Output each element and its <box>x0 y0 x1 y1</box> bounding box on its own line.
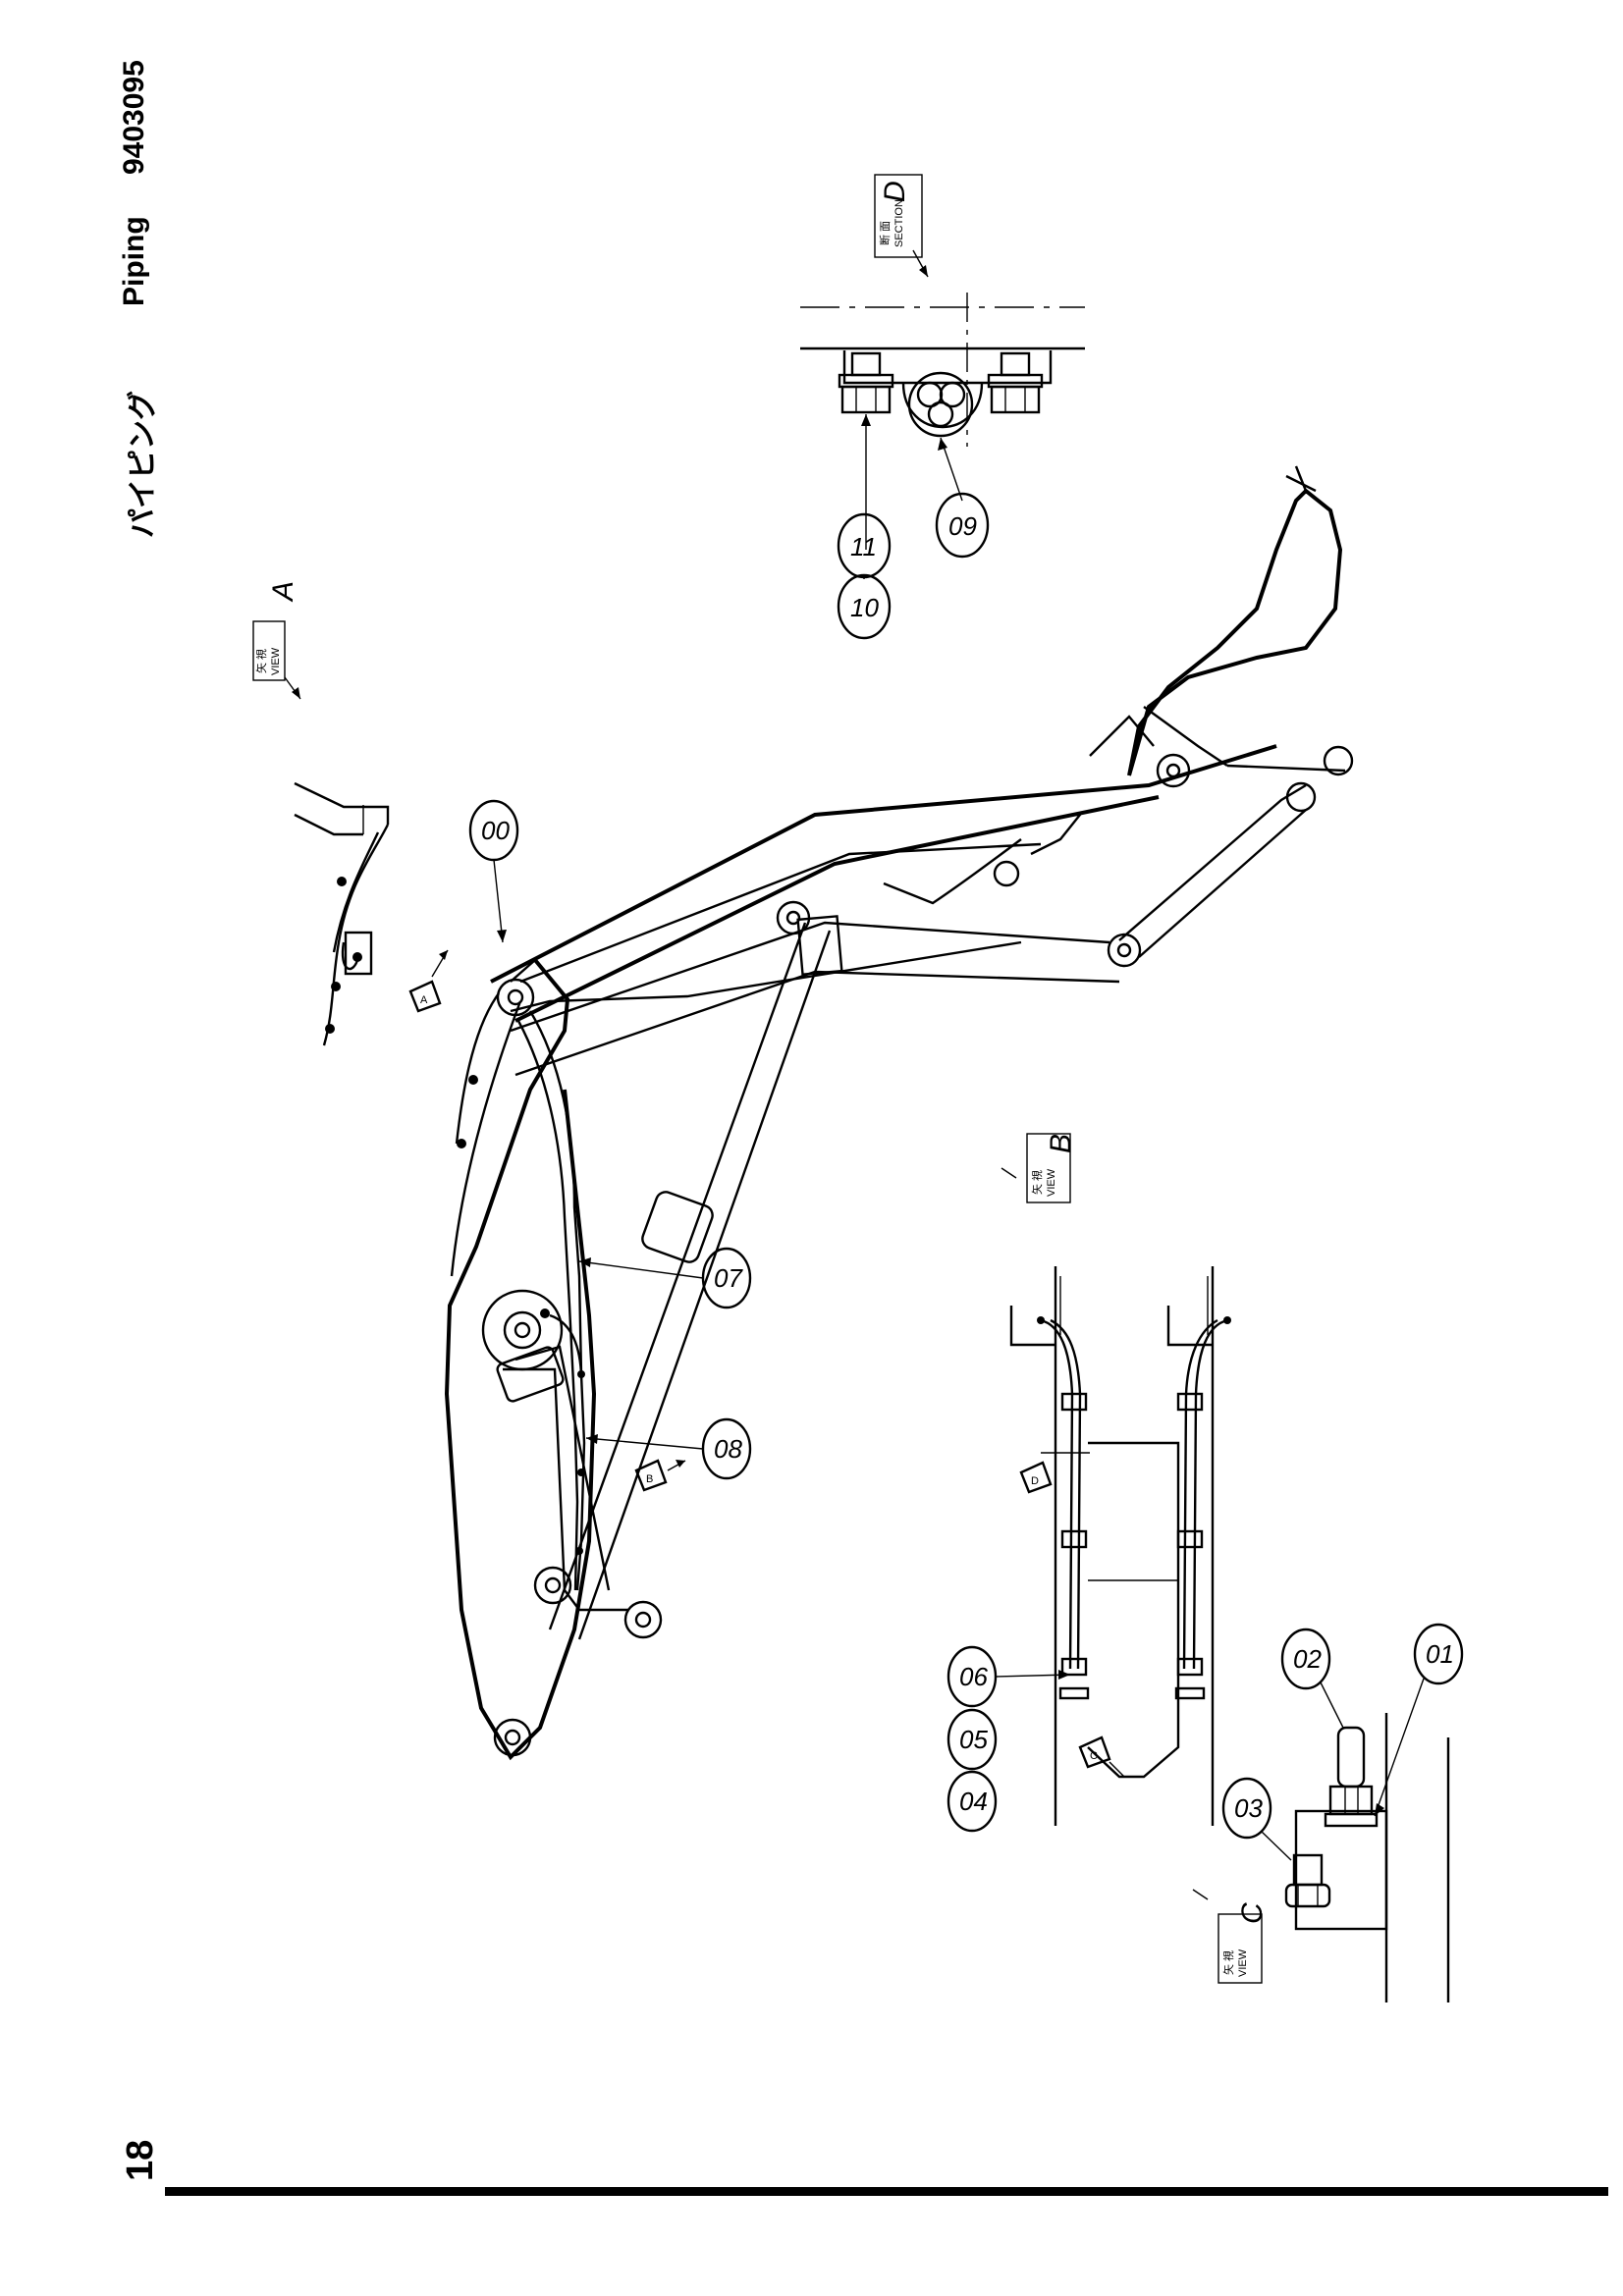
section-d-small: 断 面 <box>878 221 892 245</box>
svg-text:10: 10 <box>850 593 879 622</box>
svg-text:01: 01 <box>1426 1639 1454 1669</box>
footer-rule <box>165 2187 1608 2196</box>
svg-text:B: B <box>646 1473 653 1485</box>
callout-05: 05 <box>947 1708 998 1771</box>
view-c-detail: 矢 視 VIEW C <box>1192 1713 1450 2002</box>
view-b-marker: B <box>634 1459 686 1492</box>
section-d-detail: 断 面 SECTION D <box>800 174 1085 550</box>
callout-11: 11 <box>837 512 892 579</box>
callout-00: 00 <box>468 799 519 943</box>
view-a-letter: A <box>267 581 299 603</box>
view-c-small: 矢 視 <box>1221 1950 1235 1975</box>
callout-03: 03 <box>1221 1777 1292 1861</box>
view-a-marker: A <box>408 949 449 1013</box>
svg-text:07: 07 <box>714 1263 743 1293</box>
callout-09: 09 <box>935 492 990 559</box>
view-c-letter: C <box>1236 1902 1269 1924</box>
svg-text:06: 06 <box>959 1662 988 1691</box>
view-a-detail: 矢 視 VIEW A <box>252 581 390 1046</box>
view-a-word: VIEW <box>270 647 282 675</box>
callout-04: 04 <box>947 1770 998 1833</box>
svg-text:03: 03 <box>1234 1793 1263 1823</box>
callout-01: 01 <box>1374 1623 1464 1817</box>
svg-text:08: 08 <box>714 1434 742 1464</box>
callout-07: 07 <box>578 1247 752 1309</box>
svg-text:A: A <box>420 994 428 1006</box>
svg-text:11: 11 <box>850 532 877 561</box>
svg-text:09: 09 <box>948 511 977 541</box>
view-b-small: 矢 視 <box>1030 1170 1044 1195</box>
svg-text:00: 00 <box>481 816 510 845</box>
view-b-letter: B <box>1045 1134 1077 1153</box>
callout-02: 02 <box>1280 1628 1344 1729</box>
section-d-letter: D <box>879 181 911 202</box>
callout-10: 10 <box>837 573 892 640</box>
svg-text:02: 02 <box>1293 1644 1322 1674</box>
svg-text:C: C <box>1090 1750 1098 1762</box>
svg-text:04: 04 <box>959 1787 988 1816</box>
boom-arm-assembly <box>444 465 1354 1761</box>
callout-08: 08 <box>585 1417 752 1480</box>
callout-06: 06 <box>947 1645 1071 1708</box>
view-b-word: VIEW <box>1046 1168 1057 1197</box>
view-c-word: VIEW <box>1237 1949 1249 1977</box>
section-d-word: SECTION <box>893 199 905 247</box>
view-a-small: 矢 視 <box>254 649 268 673</box>
svg-text:D: D <box>1031 1475 1039 1487</box>
view-b-detail: 矢 視 VIEW B D C <box>1001 1133 1231 1826</box>
svg-text:05: 05 <box>959 1725 988 1754</box>
